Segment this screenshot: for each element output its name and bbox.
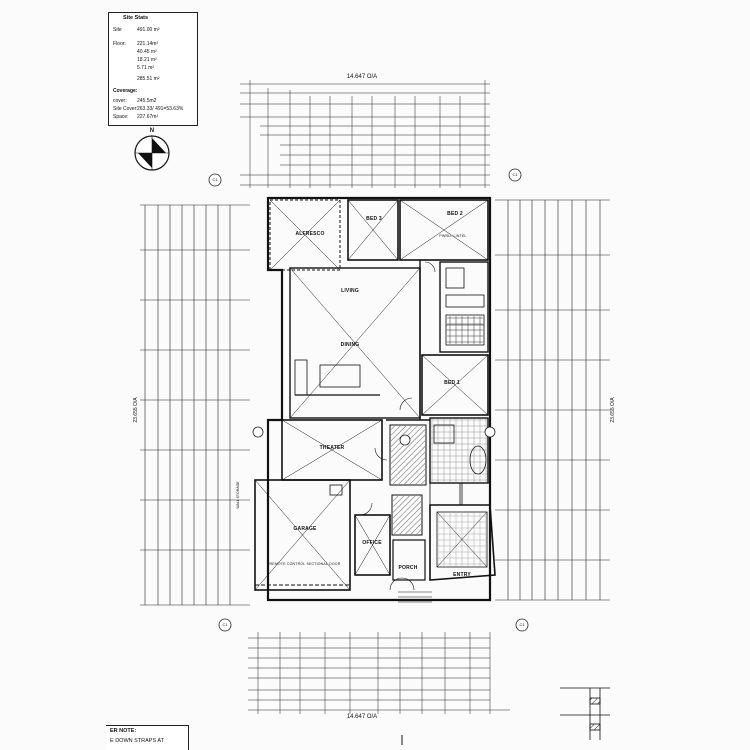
svg-text:C1: C1	[212, 177, 218, 182]
room-label-entry: ENTRY	[453, 572, 471, 578]
overall-dim-bottom: 14.647 O/A	[346, 714, 378, 720]
room-label-alfresco: ALFRESCO	[295, 231, 325, 237]
annotation-lintel: PWRLL LINTEL	[439, 234, 467, 238]
room-label-bed3: BED 3	[366, 216, 382, 222]
annotation-remote-door: REMOTE CONTROL SECTIONAL DOOR	[269, 562, 341, 566]
site-stats-title: Site Stats	[123, 15, 149, 21]
overall-dim-top: 14.647 O/A	[346, 74, 378, 80]
overall-dim-left: 23.655 O/A	[133, 397, 139, 423]
room-label-bed1: BED 1	[444, 380, 460, 386]
svg-text:C1: C1	[222, 622, 228, 627]
room-label-bed2: BED 2	[447, 211, 463, 217]
coverage-row: Site Cover:263.33/ 491=53.63%	[113, 106, 184, 112]
svg-text:C1: C1	[512, 172, 518, 177]
room-label-porch: PORCH	[398, 565, 418, 571]
coverage-row: Space:227.67m²	[113, 114, 159, 120]
svg-text:C1: C1	[519, 622, 525, 627]
room-label-office: OFFICE	[362, 540, 382, 546]
room-label-dining: DINING	[340, 342, 360, 348]
footer-note-title: ER NOTE:	[110, 728, 137, 734]
room-label-garage: GARAGE	[293, 526, 317, 532]
annotation-storage: WALL STORAGE	[236, 481, 240, 509]
footer-note-text: E DOWN STRAPS AT	[110, 738, 164, 744]
north-compass-icon	[134, 135, 170, 171]
stats-row: Floor:221.14m²	[113, 41, 159, 47]
room-label-living: LIVING	[341, 288, 359, 294]
overall-dim-right: 23.655 O/A	[610, 397, 616, 423]
footer-note: ER NOTE: E DOWN STRAPS AT	[106, 725, 189, 750]
north-label: N	[149, 128, 155, 134]
coverage-title: Coverage:	[113, 88, 138, 94]
coverage-row: cover:245.5m2	[113, 98, 157, 104]
room-label-theater: THEATER	[319, 445, 345, 451]
